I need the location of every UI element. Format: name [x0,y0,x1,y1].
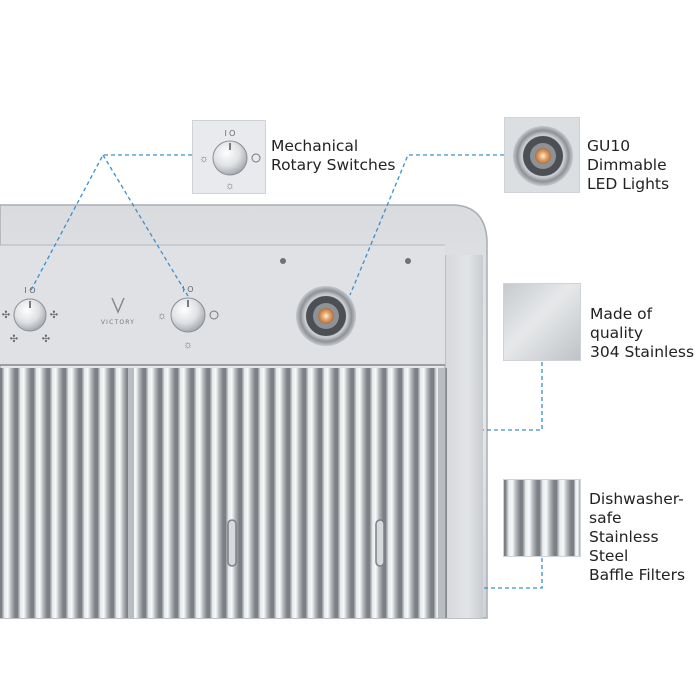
callout-material-line1: Made of quality [590,305,653,342]
screw [280,258,286,264]
baffle-filters [2,368,447,618]
control-panel [0,245,445,365]
svg-text:☼: ☼ [183,339,193,351]
callout-lights-line2: LED Lights [587,175,670,193]
led-light-icon [296,286,356,346]
brand-logo: VICTORY [101,297,135,326]
svg-text:☼: ☼ [225,180,235,192]
thumb-stainless-steel [503,283,581,361]
baffle-rib [258,368,271,618]
baffle-rib [98,368,111,618]
baffle-rib [18,368,31,618]
svg-text:☼: ☼ [199,153,209,165]
baffle-rib [274,368,287,618]
baffle-rib [370,368,383,618]
thumb-led-light [504,117,580,193]
svg-text:✣: ✣ [50,310,58,321]
callout-filters: Dishwasher-safe Stainless Steel Baffle F… [589,490,700,585]
callout-switches: Mechanical Rotary Switches [271,137,395,175]
callout-filters-line2: Stainless Steel [589,528,659,565]
baffle-rib [386,368,399,618]
thumb-rotary-switch: I O ☼ ☼ [192,120,266,194]
baffle-rib [306,368,319,618]
handle-icon [227,519,237,567]
baffle-rib [82,368,95,618]
thumb-baffle-filter [503,479,581,557]
svg-text:✣: ✣ [2,310,10,321]
handle-icon [375,519,385,567]
baffle-rib [290,368,303,618]
baffle-rib [178,368,191,618]
svg-text:I O: I O [225,129,236,138]
callout-filters-line1: Dishwasher-safe [589,490,684,527]
svg-text:☼: ☼ [157,310,167,322]
callout-lights: GU10 Dimmable LED Lights [587,137,700,194]
hood-side-panel [445,255,483,618]
knob-fan-left: I O ✣ ✣ ✣ ✣ [2,286,58,345]
baffle-rib [194,368,207,618]
baffle-rib [66,368,79,618]
baffle-rib [226,368,239,618]
baffle-rib [402,368,415,618]
baffle-rib [146,368,159,618]
callout-material-line2: 304 Stainless [590,343,695,361]
callout-filters-line3: Baffle Filters [589,566,686,584]
screw [405,258,411,264]
svg-text:✣: ✣ [10,334,18,345]
svg-text:I O: I O [24,286,35,295]
knob-light-right: I O ☼ ☼ [157,285,219,351]
leader-lines [29,154,543,589]
callout-switches-line2: Rotary Switches [271,156,396,174]
baffle-rib [322,368,335,618]
baffle-rib [50,368,63,618]
callout-lights-line1: GU10 Dimmable [587,137,667,174]
baffle-rib [2,368,15,618]
baffle-rib [114,368,127,618]
svg-text:I O: I O [182,285,193,294]
baffle-rib [418,368,431,618]
baffle-rib [354,368,367,618]
baffle-rib [210,368,223,618]
callout-material: Made of quality 304 Stainless [590,305,700,362]
baffle-rib [34,368,47,618]
baffle-rib [242,368,255,618]
baffle-rib [338,368,351,618]
svg-text:✣: ✣ [42,334,50,345]
brand-logo-text: VICTORY [101,319,135,326]
baffle-rib [162,368,175,618]
callout-switches-line1: Mechanical [271,137,359,155]
